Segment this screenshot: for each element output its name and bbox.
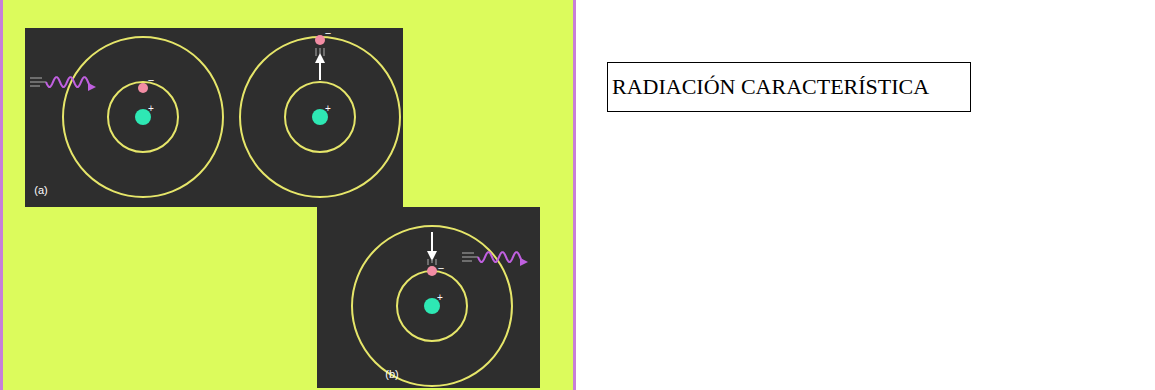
background-panel xyxy=(0,0,576,390)
charge-sign: − xyxy=(325,28,331,39)
charge-sign: + xyxy=(148,104,154,114)
motion-lines xyxy=(30,48,478,265)
charge-sign: − xyxy=(438,263,444,274)
nucleus xyxy=(135,109,440,314)
photon-wave xyxy=(46,77,524,262)
electron xyxy=(138,35,437,276)
panel-b xyxy=(317,207,540,388)
transition-arrow xyxy=(320,58,432,256)
panel-label: (b) xyxy=(385,369,398,380)
title-text: RADIACIÓN CARACTERÍSTICA xyxy=(612,74,929,100)
charge-sign: + xyxy=(437,293,443,303)
border-strip xyxy=(0,0,3,390)
border-strip xyxy=(573,0,576,390)
text-box: RADIACIÓN CARACTERÍSTICA xyxy=(607,62,971,112)
orbits xyxy=(63,37,512,386)
photon-wave xyxy=(46,77,92,87)
photon-wave xyxy=(478,252,524,262)
panel-label: (a) xyxy=(34,185,47,196)
charge-sign: + xyxy=(325,104,331,114)
panel-a xyxy=(25,28,403,207)
charge-sign: − xyxy=(148,75,154,86)
